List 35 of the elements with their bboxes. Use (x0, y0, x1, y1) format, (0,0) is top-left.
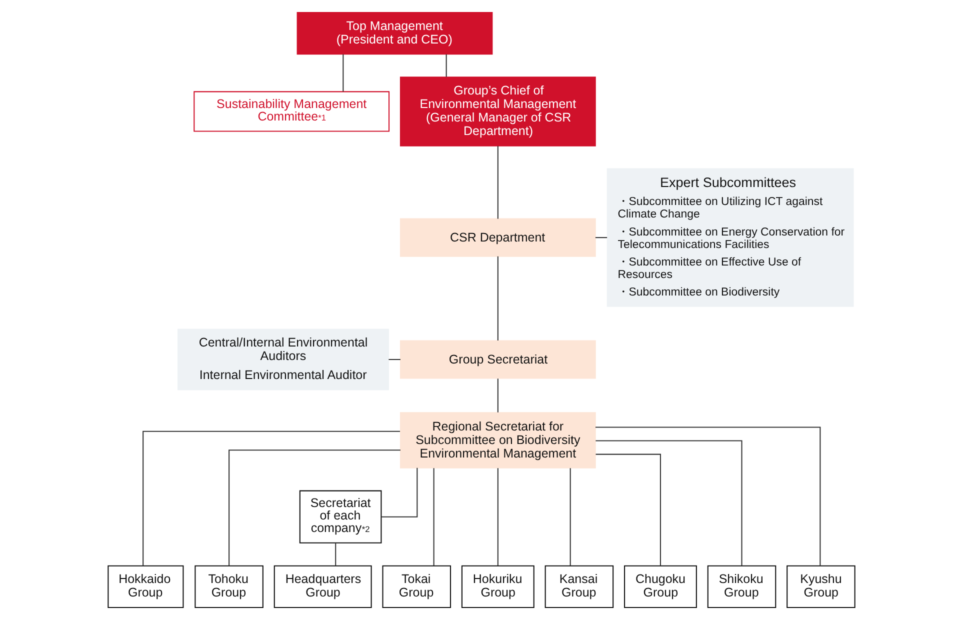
node-box: Headquarters Group (274, 565, 372, 608)
connector (446, 54, 447, 77)
node-box: Shikoku Group (707, 565, 776, 608)
node-box: Kyushu Group (786, 565, 856, 608)
node-box: Sustainability Management Committee*1 (194, 91, 390, 132)
connector (382, 468, 418, 518)
connector (142, 430, 400, 566)
node-box: Hokkaido Group (108, 565, 184, 608)
node-box: Hokuriku Group (461, 565, 534, 608)
connector (228, 450, 400, 566)
connector (497, 378, 498, 412)
node-box: Top Management (President and CEO) (296, 12, 493, 55)
node-box: Tohoku Group (194, 565, 264, 608)
node-box: Regional Secretariat for Subcommittee on Biodiversity Environmental Management (400, 412, 596, 468)
connector (433, 468, 434, 566)
node-box: Central/Internal Environmental Auditors Internal Environmental Auditor (177, 328, 390, 390)
node-box: Secretariat of each company*2 (299, 490, 382, 544)
connector (497, 468, 498, 566)
connector (570, 468, 571, 566)
connector (342, 54, 344, 92)
connector (497, 256, 498, 340)
connector (596, 454, 661, 566)
node-box: Expert Subcommittees ・Subcommittee on Utilizing ICT against Climate Change ・Subcommittee on Energy Conservation for Telecommunications Facilities ・Subcommittee on Effective Use of Resources ・Subcommittee on Biodiversity (606, 168, 854, 307)
connector (335, 543, 336, 566)
connector (595, 426, 821, 566)
connector (388, 358, 400, 360)
node-box: Kansai Group (544, 565, 614, 608)
node-box: Chugoku Group (624, 565, 697, 608)
node-box: CSR Department (400, 218, 596, 257)
node-box: Group’s Chief of Environmental Management (General Manager of CSR Department) (400, 76, 596, 146)
connector (596, 440, 742, 566)
node-box: Group Secretariat (400, 340, 596, 379)
node-box: Tokai Group (382, 565, 452, 608)
connector (497, 146, 498, 219)
connector (595, 237, 608, 238)
